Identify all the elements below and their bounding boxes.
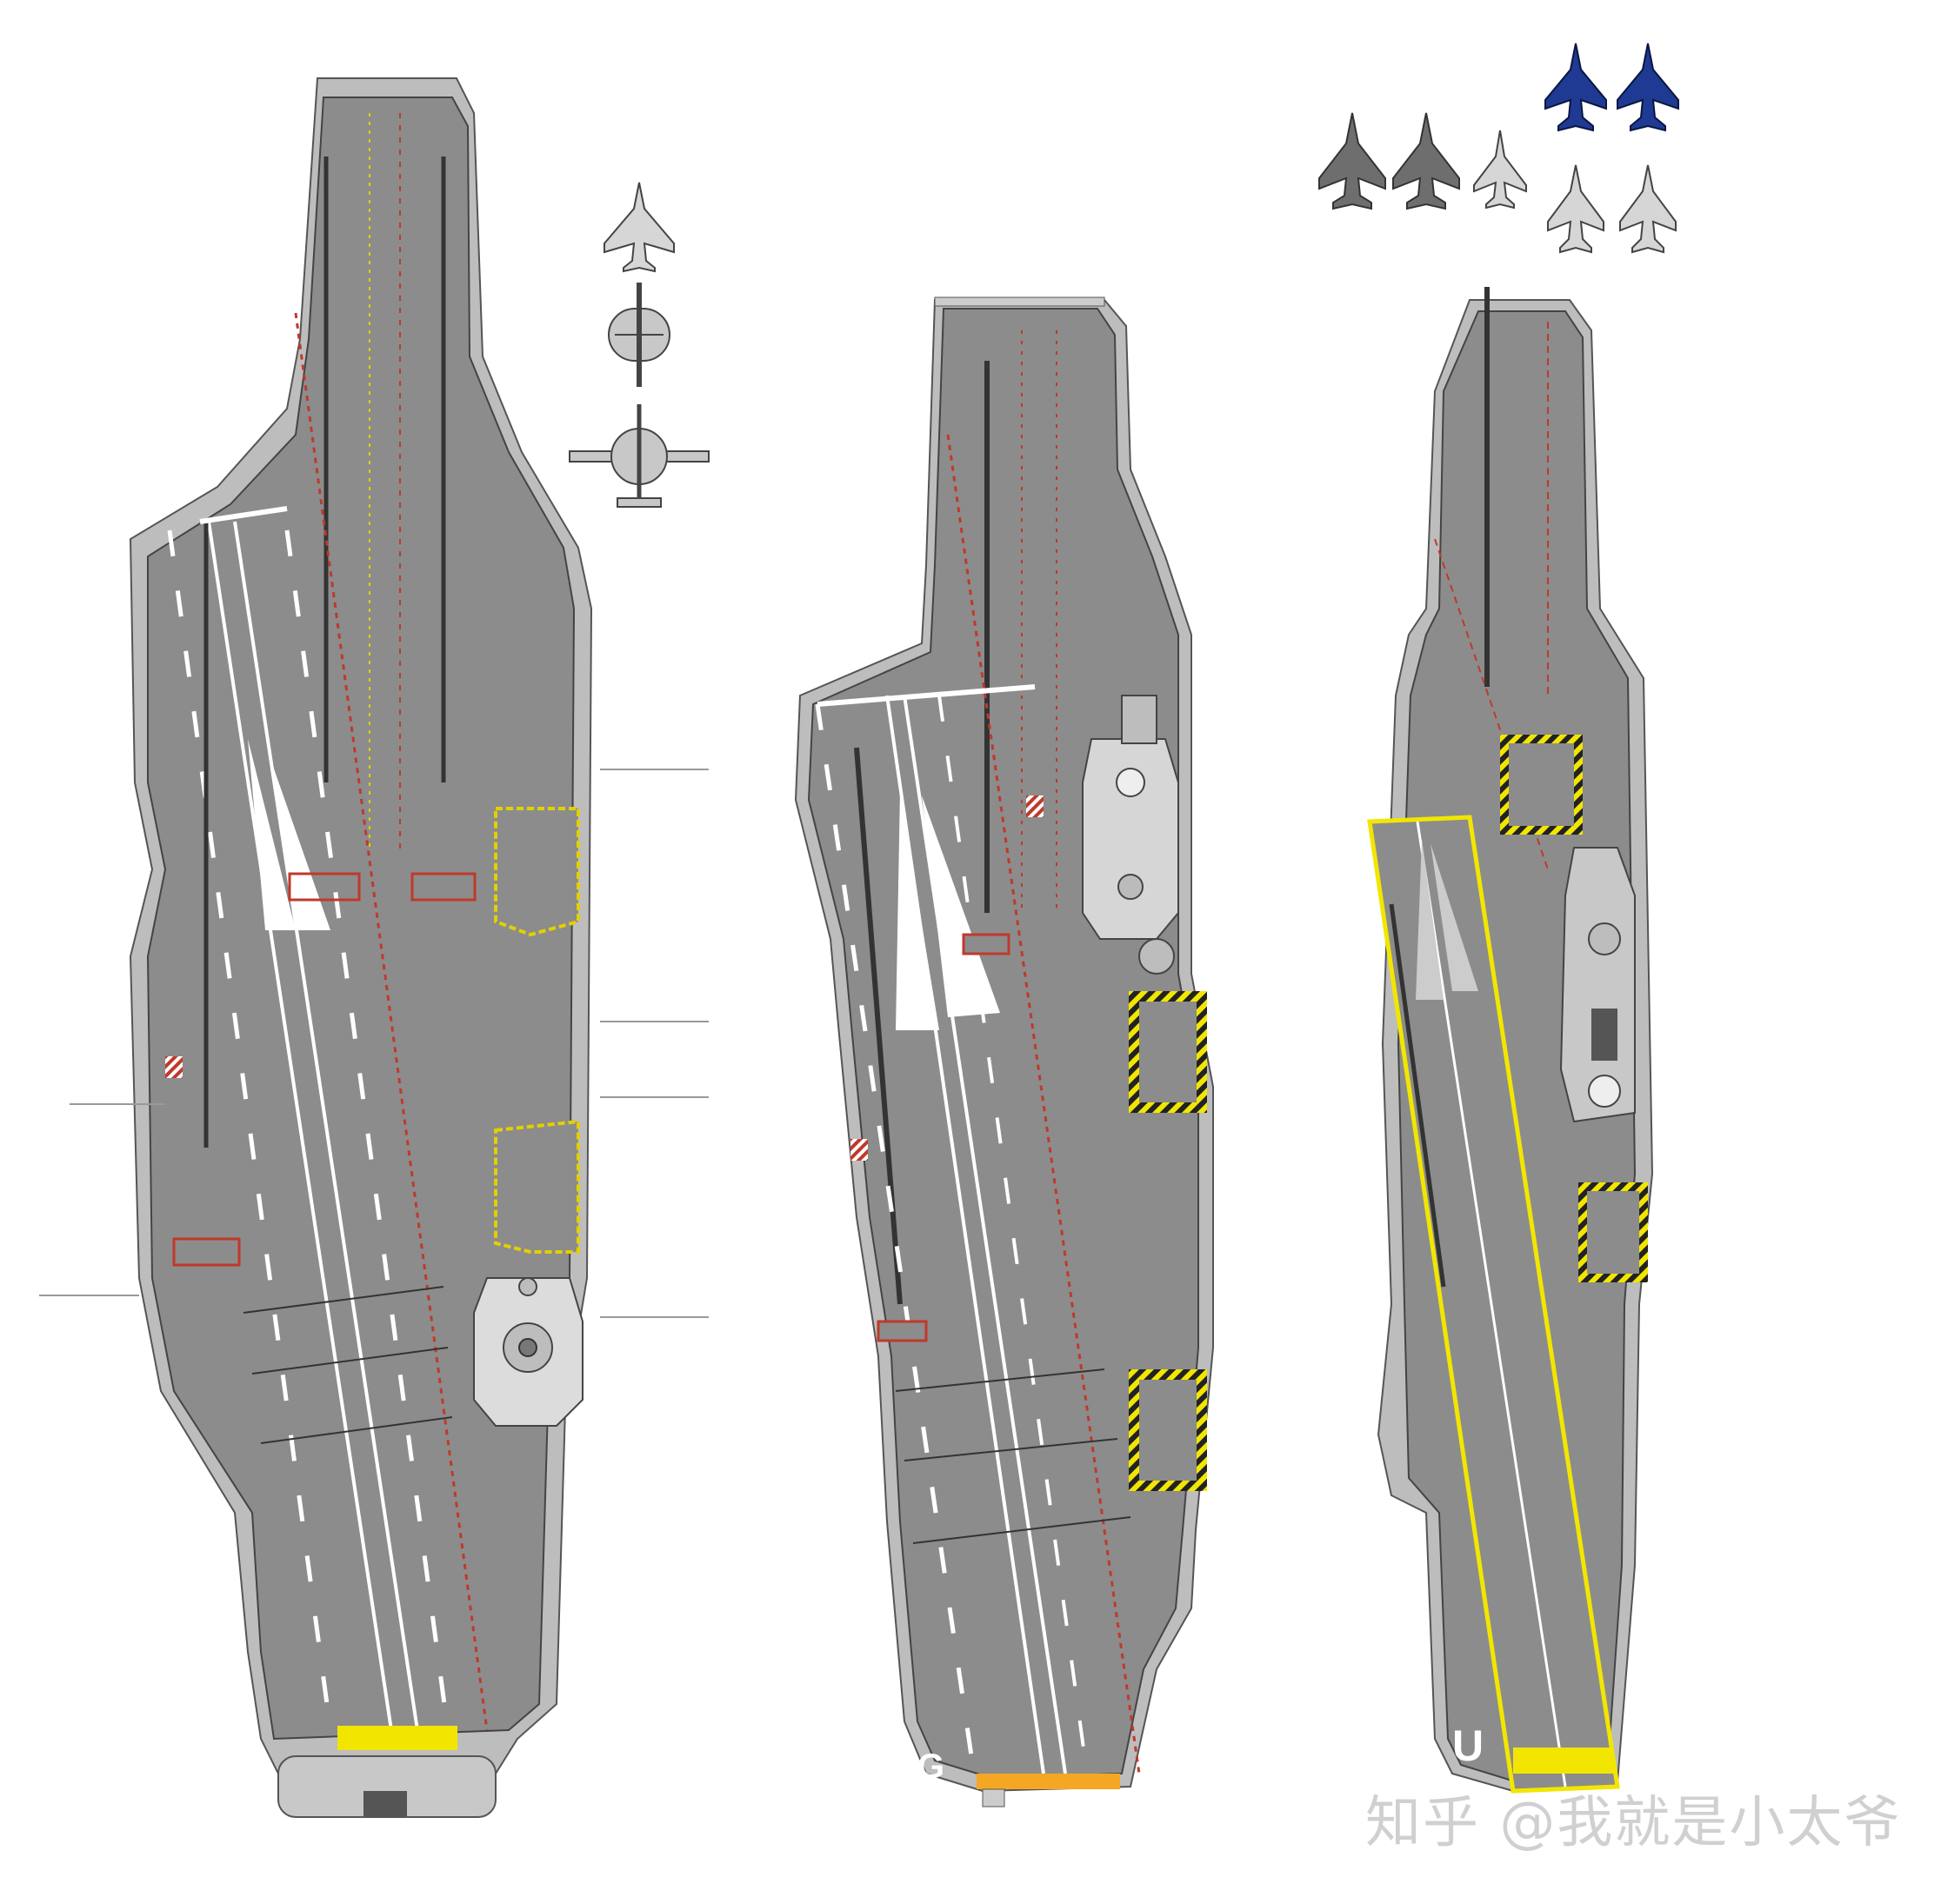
stern-marking <box>1513 1748 1613 1774</box>
approach-marking <box>896 791 939 1030</box>
red-hatch <box>850 1139 868 1161</box>
island <box>1559 847 1636 1123</box>
deck-box <box>877 1320 928 1342</box>
elevator-plate <box>1509 743 1574 826</box>
deck-letter: U <box>1452 1721 1484 1770</box>
catapult-waist <box>1389 903 1446 1288</box>
arresting-wires <box>895 1368 1131 1544</box>
red-hatch <box>165 1056 183 1078</box>
landing-centerline <box>207 521 393 1731</box>
approach-marking <box>922 796 1000 1017</box>
landing-frame <box>817 684 1036 707</box>
stern-hatch <box>363 1791 407 1817</box>
fighter-jet-icon <box>1619 164 1677 254</box>
carrier-left <box>39 77 709 1818</box>
fighter-jet-icon <box>1544 43 1607 132</box>
deck-box <box>172 1237 241 1267</box>
bow-edge <box>934 296 1105 307</box>
landing-centerline <box>1416 821 1567 1787</box>
awacs-aircraft-icon <box>608 283 670 387</box>
landing-centerline <box>233 521 419 1731</box>
island <box>473 1277 584 1427</box>
fighter-jet-icon <box>604 182 675 273</box>
elevator-plate <box>1139 1002 1197 1102</box>
stern-marking <box>977 1774 1120 1789</box>
approach-marking <box>1416 839 1444 1000</box>
deck-letter: G <box>917 1748 944 1786</box>
stern-marking <box>337 1726 457 1750</box>
approach-marking <box>270 756 330 930</box>
landing-edge-line <box>167 529 333 1731</box>
red-hatch <box>1026 796 1044 817</box>
aircraft-icons <box>569 43 1679 508</box>
fighter-jet-icon <box>1547 164 1604 254</box>
watermark: 知乎 @我就是小太爷 <box>1365 1791 1902 1855</box>
centerline <box>1434 538 1549 870</box>
centerline <box>294 312 489 1731</box>
fighter-jet-icon <box>1318 112 1386 210</box>
fighter-jet-icon <box>1473 130 1527 210</box>
elevator-plate <box>1139 1380 1197 1481</box>
elevator <box>494 807 580 937</box>
fighter-jet-icon <box>1392 112 1460 210</box>
stern-post <box>982 1788 1005 1807</box>
elevator <box>494 1119 580 1254</box>
fighter-jet-icon <box>1617 43 1679 132</box>
landing-frame <box>199 506 288 524</box>
approach-marking <box>248 739 296 930</box>
island <box>1082 695 1179 975</box>
landing-area <box>1367 815 1620 1794</box>
approach-marking <box>1430 843 1478 991</box>
deck-box <box>962 933 1010 955</box>
deck-box <box>410 872 477 902</box>
flight-deck <box>146 97 576 1741</box>
elevator-plate <box>1587 1191 1639 1274</box>
deck-box <box>288 872 361 902</box>
carrier-middle: G <box>794 296 1214 1807</box>
landing-edge-line <box>284 529 450 1731</box>
centerline <box>946 434 1141 1774</box>
awacs-aircraft-icon <box>569 404 710 508</box>
arresting-wires <box>243 1286 453 1444</box>
carrier-right: U <box>1367 287 1654 1794</box>
